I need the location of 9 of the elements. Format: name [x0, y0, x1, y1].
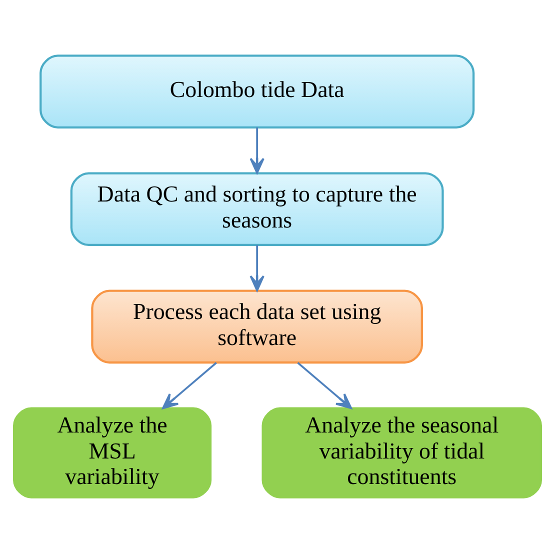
- node-box: Colombo tide Data: [40, 54, 475, 128]
- node-box: Data QC and sorting to capture the seasons: [70, 172, 444, 246]
- arrow: [162, 362, 217, 409]
- node-box: Analyze the MSL variability: [13, 406, 212, 498]
- node-box: Analyze the seasonal variability of tidal constituents: [262, 406, 542, 498]
- node-box: Process each data set using software: [91, 289, 423, 364]
- arrow: [250, 126, 264, 174]
- arrow: [297, 362, 352, 409]
- arrow: [250, 244, 264, 291]
